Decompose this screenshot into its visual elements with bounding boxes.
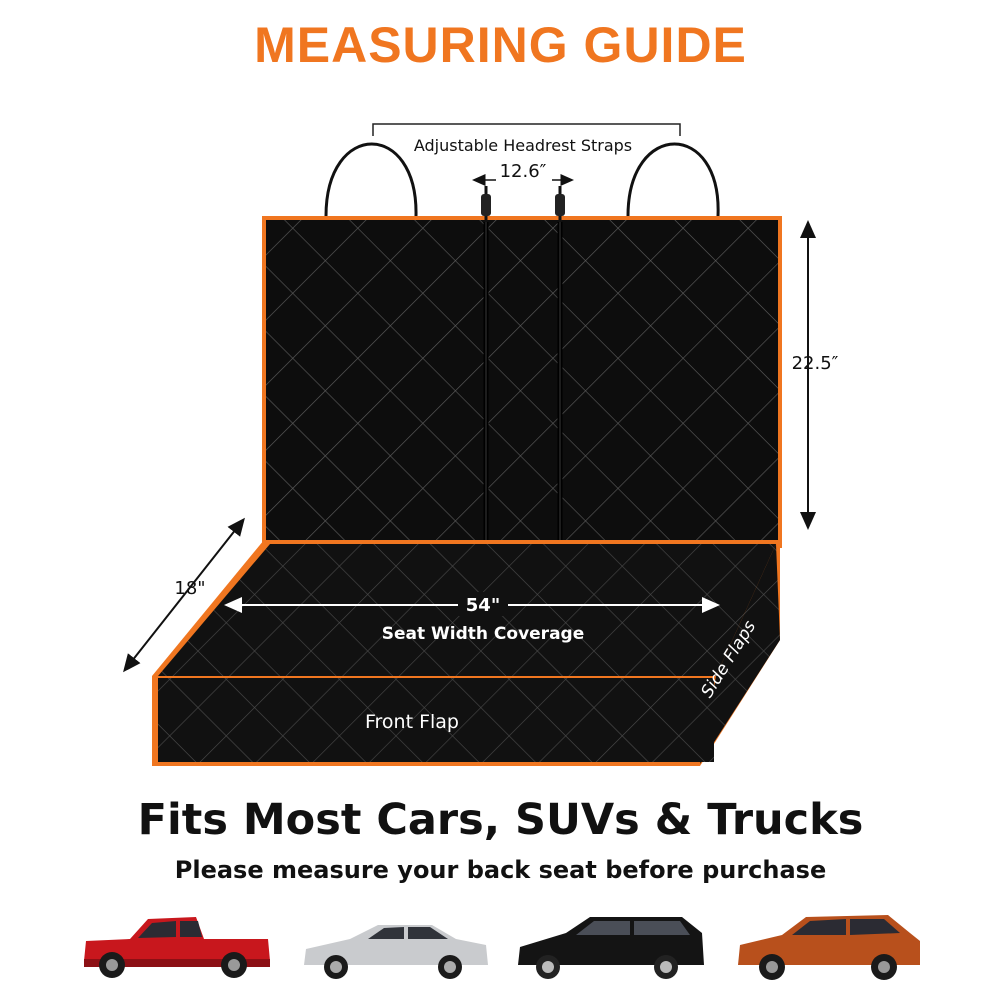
front-flap-label: Front Flap <box>365 711 459 733</box>
depth-arrow <box>123 517 245 673</box>
vehicle-row <box>84 915 920 980</box>
page-title: MEASURING GUIDE <box>254 17 747 73</box>
compatibility-headline: Fits Most Cars, SUVs & Trucks <box>137 795 864 845</box>
headrest-buckles <box>472 174 574 222</box>
sedan-image <box>304 925 488 979</box>
depth-label: 18" <box>174 578 205 599</box>
width-label: 54" <box>466 595 500 616</box>
headrest-straps <box>324 123 720 217</box>
side-flap <box>700 544 780 764</box>
pickup-truck-image <box>84 917 270 978</box>
strap-label: Adjustable Headrest Straps <box>414 136 632 155</box>
backrest-panel <box>262 216 782 548</box>
strap-gap-label: 12.6″ <box>500 161 547 182</box>
width-caption: Seat Width Coverage <box>382 624 585 644</box>
measure-note: Please measure your back seat before pur… <box>174 856 827 884</box>
suv-image <box>738 915 920 980</box>
seat-cover-diagram: Adjustable Headrest Straps 12.6″ 22.5″ 1… <box>123 123 839 766</box>
front-flap <box>158 678 714 762</box>
minivan-image <box>518 917 704 979</box>
height-label: 22.5″ <box>792 353 839 374</box>
